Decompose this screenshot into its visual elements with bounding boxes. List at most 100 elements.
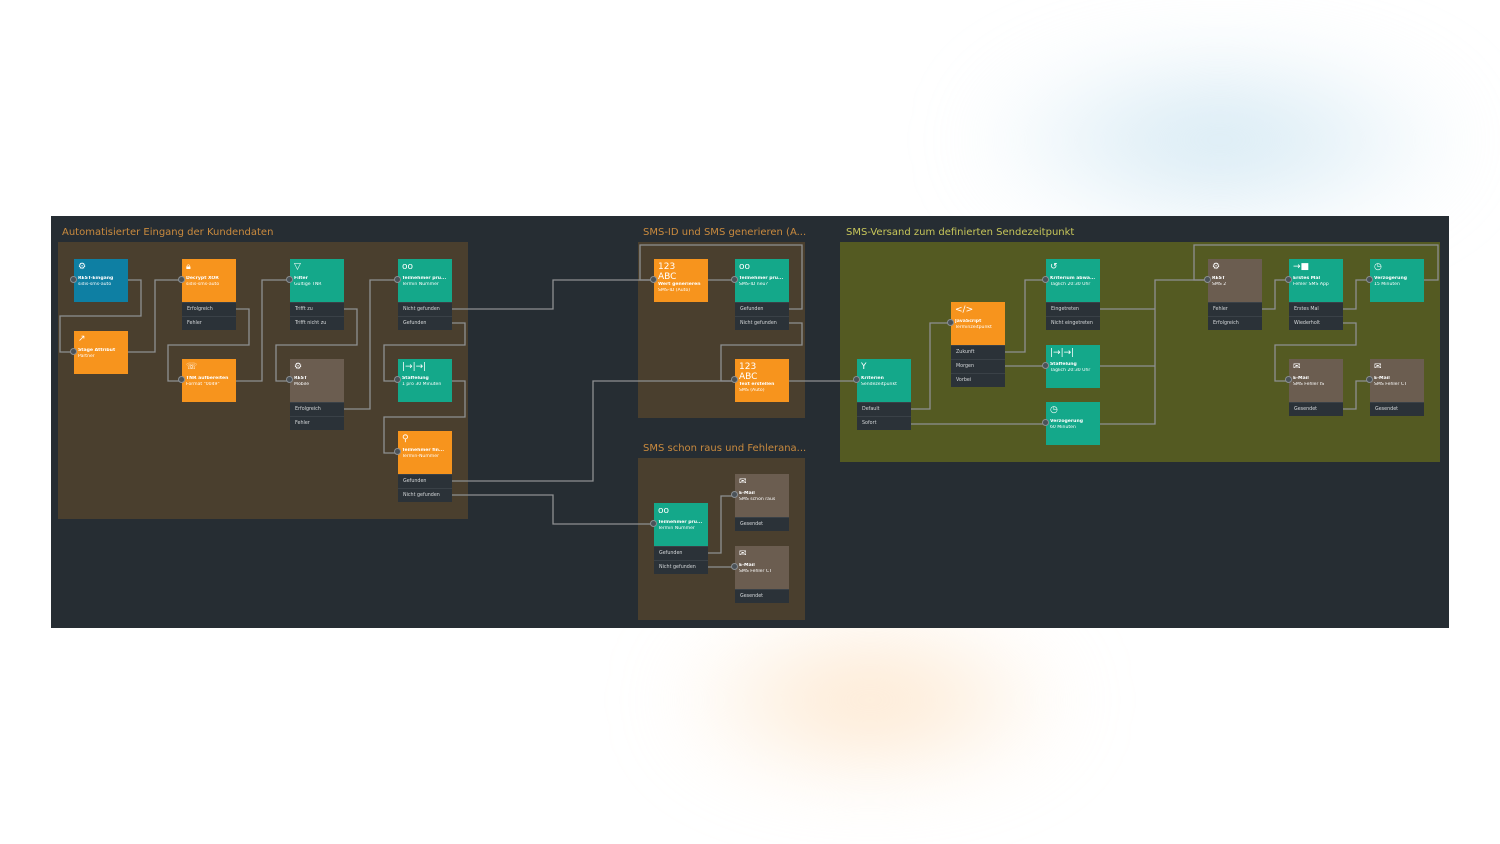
- node-header[interactable]: ✉ E-Mail SMS Fehler CT: [1366, 359, 1424, 402]
- node-output-row[interactable]: Nicht gefunden: [654, 560, 708, 574]
- node-output-row[interactable]: Default: [857, 402, 911, 416]
- connection-line[interactable]: [452, 279, 654, 310]
- connection-line[interactable]: [1100, 279, 1208, 425]
- node-header[interactable]: oo Teilnehmer prü... Termin Nummer: [394, 259, 452, 302]
- node-header[interactable]: ⚙ REST SMS 2: [1204, 259, 1262, 302]
- input-port[interactable]: [286, 276, 293, 283]
- node-header[interactable]: Y Kriterien Sendezeitpunkt: [853, 359, 911, 402]
- input-port[interactable]: [1285, 276, 1292, 283]
- node-header[interactable]: ☏ TNR aufbereiten Format "0049": [178, 359, 236, 402]
- node-output-row[interactable]: Nicht eingetreten: [1046, 316, 1100, 330]
- workflow-node[interactable]: |→|→| Staffelung Täglich 20:30 Uhr: [1042, 345, 1100, 388]
- node-header[interactable]: ⚲ Teilnehmer fin... Termin-Nummer: [394, 431, 452, 474]
- node-output-row[interactable]: Gesendet: [1289, 402, 1343, 416]
- node-header[interactable]: ◷ Verzögerung 15 Minuten: [1366, 259, 1424, 302]
- workflow-node[interactable]: ✉ E-Mail SMS Fehler CT Gesendet: [731, 546, 789, 603]
- input-port[interactable]: [650, 276, 657, 283]
- node-header[interactable]: ✉ E-Mail SMS Fehler IS: [1285, 359, 1343, 402]
- input-port[interactable]: [1366, 276, 1373, 283]
- node-output-row[interactable]: Gefunden: [398, 316, 452, 330]
- node-header[interactable]: oo Teilnehmer prü... SMS-ID neu?: [731, 259, 789, 302]
- connection-line[interactable]: [236, 279, 290, 382]
- node-output-row[interactable]: Morgen: [951, 359, 1005, 373]
- connection-line[interactable]: [167, 308, 250, 382]
- workflow-node[interactable]: 🔒︎ Decrypt XOR sidis-sms-auto Erfolgreic…: [178, 259, 236, 330]
- node-header[interactable]: |→|→| Staffelung Täglich 20:30 Uhr: [1042, 345, 1100, 388]
- input-port[interactable]: [178, 276, 185, 283]
- node-header[interactable]: ✉ E-Mail SMS Fehler CT: [731, 546, 789, 589]
- input-port[interactable]: [394, 448, 401, 455]
- node-header[interactable]: ◷ Verzögerung 60 Minuten: [1042, 402, 1100, 445]
- connection-line[interactable]: [59, 279, 142, 353]
- node-header[interactable]: ↗ Stage Attribut Partner: [70, 331, 128, 374]
- node-header[interactable]: ✉ E-Mail SMS schon raus: [731, 474, 789, 517]
- workflow-node[interactable]: ✉ E-Mail SMS Fehler CT Gesendet: [1366, 359, 1424, 416]
- connection-line[interactable]: [1005, 279, 1046, 353]
- connection-line[interactable]: [275, 308, 358, 382]
- input-port[interactable]: [731, 376, 738, 383]
- workflow-node[interactable]: 123 ABC Text erstellen SMS (Auto): [731, 359, 789, 402]
- connection-line[interactable]: [1274, 322, 1357, 382]
- node-output-row[interactable]: Trifft zu: [290, 302, 344, 316]
- input-port[interactable]: [947, 319, 954, 326]
- node-header[interactable]: ▽ Filter Gültige TNR: [286, 259, 344, 302]
- node-output-row[interactable]: Nicht gefunden: [735, 316, 789, 330]
- node-output-row[interactable]: Sofort: [857, 416, 911, 430]
- connection-line[interactable]: [1343, 279, 1370, 310]
- node-output-row[interactable]: Gefunden: [398, 474, 452, 488]
- connection-line[interactable]: [452, 494, 654, 525]
- workflow-node[interactable]: ⚲ Teilnehmer fin... Termin-Nummer Gefund…: [394, 431, 452, 502]
- input-port[interactable]: [731, 563, 738, 570]
- workflow-node[interactable]: oo Teilnehmer prü... Termin Nummer Gefun…: [650, 503, 708, 574]
- group-title-sms-id[interactable]: SMS-ID und SMS generieren (A...: [643, 227, 807, 238]
- workflow-node[interactable]: |→|→| Staffelung 1 pro 30 Minuten: [394, 359, 452, 402]
- input-port[interactable]: [1204, 276, 1211, 283]
- node-output-row[interactable]: Fehler: [182, 316, 236, 330]
- connection-line[interactable]: [639, 244, 803, 310]
- node-header[interactable]: →■ Erstes Mal Fehler SMS App: [1285, 259, 1343, 302]
- node-header[interactable]: ⚙ REST-Eingang sidis-sms-auto: [70, 259, 128, 302]
- node-header[interactable]: 🔒︎ Decrypt XOR sidis-sms-auto: [178, 259, 236, 302]
- node-output-row[interactable]: Wiederholt: [1289, 316, 1343, 330]
- node-header[interactable]: </> JavaScript Terminzeitpunkt: [947, 302, 1005, 345]
- node-output-row[interactable]: Erstes Mal: [1289, 302, 1343, 316]
- input-port[interactable]: [394, 376, 401, 383]
- input-port[interactable]: [70, 348, 77, 355]
- node-output-row[interactable]: Gesendet: [735, 517, 789, 531]
- workflow-node[interactable]: oo Teilnehmer prü... Termin Nummer Nicht…: [394, 259, 452, 330]
- input-port[interactable]: [394, 276, 401, 283]
- input-port[interactable]: [1042, 362, 1049, 369]
- workflow-node[interactable]: 123 ABC Wert generieren SMS-ID (Auto): [650, 259, 708, 302]
- connection-line[interactable]: [344, 279, 398, 410]
- connection-line[interactable]: [911, 322, 951, 410]
- workflow-node[interactable]: ◷ Verzögerung 60 Minuten: [1042, 402, 1100, 445]
- workflow-node[interactable]: oo Teilnehmer prü... SMS-ID neu? Gefunde…: [731, 259, 789, 330]
- node-output-row[interactable]: Gefunden: [654, 546, 708, 560]
- workflow-node[interactable]: ☏ TNR aufbereiten Format "0049": [178, 359, 236, 402]
- input-port[interactable]: [731, 491, 738, 498]
- workflow-node[interactable]: ↗ Stage Attribut Partner: [70, 331, 128, 374]
- connection-line[interactable]: [1262, 279, 1289, 310]
- node-output-row[interactable]: Gesendet: [1370, 402, 1424, 416]
- connection-line[interactable]: [383, 380, 466, 454]
- workflow-node[interactable]: ✉ E-Mail SMS schon raus Gesendet: [731, 474, 789, 531]
- node-output-row[interactable]: Erfolgreich: [290, 402, 344, 416]
- workflow-canvas[interactable]: Automatisierter Eingang der Kundendaten …: [51, 216, 1449, 628]
- node-output-row[interactable]: Gesendet: [735, 589, 789, 603]
- input-port[interactable]: [1042, 276, 1049, 283]
- node-output-row[interactable]: Vorbei: [951, 373, 1005, 387]
- group-title-fehleranalyse[interactable]: SMS schon raus und Fehlerana...: [643, 443, 807, 454]
- input-port[interactable]: [1042, 419, 1049, 426]
- node-output-row[interactable]: Erfolgreich: [182, 302, 236, 316]
- node-output-row[interactable]: Gefunden: [735, 302, 789, 316]
- node-output-row[interactable]: Zukunft: [951, 345, 1005, 359]
- node-header[interactable]: ↺ Kriterium abwa... Täglich 20:30 Uhr: [1042, 259, 1100, 302]
- workflow-node[interactable]: ◷ Verzögerung 15 Minuten: [1366, 259, 1424, 302]
- node-output-row[interactable]: Nicht gefunden: [398, 488, 452, 502]
- node-output-row[interactable]: Nicht gefunden: [398, 302, 452, 316]
